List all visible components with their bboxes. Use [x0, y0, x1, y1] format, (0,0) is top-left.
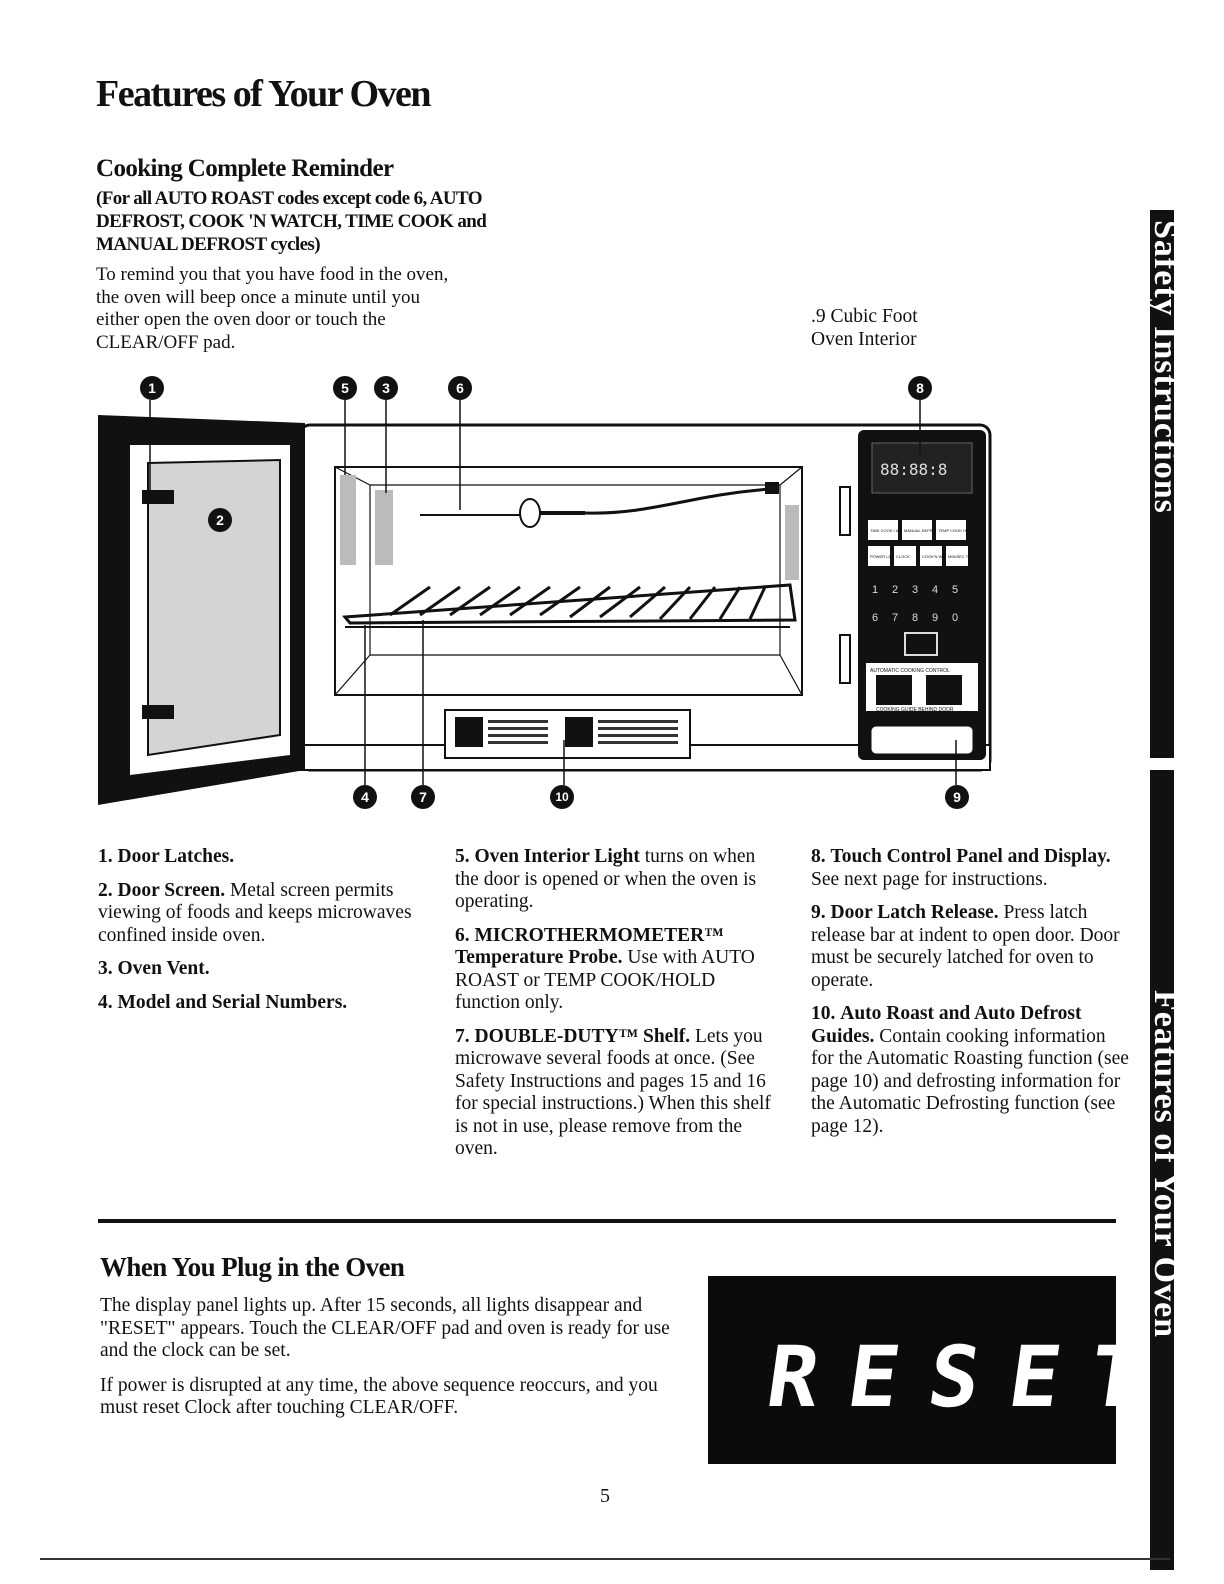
- reminder-body: To remind you that you have food in the …: [96, 264, 449, 353]
- callout-4: 4: [353, 785, 377, 809]
- keypad-key[interactable]: 9: [932, 612, 938, 624]
- interior-label: .9 Cubic Foot Oven Interior: [811, 306, 918, 351]
- panel-button[interactable]: CLOCK: [894, 546, 916, 566]
- section-divider: [98, 1219, 1116, 1223]
- features-column-1: 1. Door Latches. 2. Door Screen. Metal s…: [98, 846, 418, 1025]
- feature-10: 10. Auto Roast and Auto Defrost Guides. …: [811, 1003, 1129, 1137]
- callout-1: 1: [140, 376, 164, 400]
- keypad-key[interactable]: 0: [952, 612, 958, 624]
- keypad-key[interactable]: 7: [892, 612, 898, 624]
- temperature-probe: [420, 482, 779, 528]
- plug-in-paragraph-2: If power is disrupted at any time, the a…: [100, 1374, 658, 1419]
- svg-text:TEMP COOK HOLD: TEMP COOK HOLD: [938, 528, 974, 533]
- door-latch-release-bar: [871, 726, 973, 754]
- reset-display-text: RESET: [761, 1328, 1178, 1426]
- panel-button[interactable]: MANUAL DEFROST: [902, 520, 941, 540]
- svg-text:MANUAL DEFROST: MANUAL DEFROST: [904, 528, 941, 533]
- keypad-key[interactable]: 8: [912, 612, 918, 624]
- features-column-3: 8. Touch Control Panel and Display. See …: [811, 846, 1131, 1149]
- keypad-key[interactable]: 2: [892, 584, 898, 596]
- reminder-heading: Cooking Complete Reminder: [96, 155, 394, 182]
- plug-in-section: When You Plug in the Oven The display pa…: [100, 1252, 670, 1420]
- features-column-2: 5. Oven Interior Light turns on when the…: [455, 846, 775, 1172]
- keypad-key[interactable]: 5: [952, 584, 958, 596]
- callout-3: 3: [374, 376, 398, 400]
- feature-8: 8. Touch Control Panel and Display. See …: [811, 846, 1111, 890]
- section-tab-bar: Safety Instructions Features of Your Ove…: [1147, 210, 1184, 1570]
- callout-9: 9: [945, 785, 969, 809]
- keypad-key[interactable]: 6: [872, 612, 878, 624]
- shelf: [341, 583, 797, 628]
- door-latch-lower: [142, 705, 174, 719]
- reminder-section: Cooking Complete Reminder (For all AUTO …: [96, 155, 546, 354]
- keypad-key[interactable]: 1: [872, 584, 878, 596]
- interior-label-line2: Oven Interior: [811, 328, 917, 350]
- panel-button[interactable]: TEMP COOK HOLD: [936, 520, 974, 540]
- svg-text:CLOCK: CLOCK: [896, 554, 910, 559]
- feature-4: 4. Model and Serial Numbers.: [98, 991, 348, 1013]
- interior-label-line1: .9 Cubic Foot: [811, 306, 918, 327]
- feature-5: 5. Oven Interior Light turns on when the…: [455, 846, 757, 912]
- callout-6: 6: [448, 376, 472, 400]
- callout-10: 10: [550, 785, 574, 809]
- tab-features-of-your-oven: Features of Your Oven: [1147, 990, 1184, 1339]
- callout-2: 2: [208, 508, 232, 532]
- svg-text:88:88:8: 88:88:8: [880, 460, 947, 479]
- oven-vent: [340, 475, 356, 565]
- door-screen: [147, 458, 281, 757]
- panel-button[interactable]: POWER LEVEL: [868, 546, 899, 566]
- page-number: 5: [600, 1485, 610, 1507]
- panel-caption: AUTOMATIC COOKING CONTROL: [870, 668, 950, 674]
- callout-8: 8: [908, 376, 932, 400]
- feature-1: 1. Door Latches.: [98, 846, 235, 867]
- svg-text:TIME COOK I & II: TIME COOK I & II: [870, 528, 902, 533]
- feature-3: 3. Oven Vent.: [98, 958, 210, 979]
- svg-text:POWER LEVEL: POWER LEVEL: [870, 554, 899, 559]
- panel-button[interactable]: COOK'N WATCH: [920, 546, 953, 566]
- reminder-subheading: (For all AUTO ROAST codes except code 6,…: [96, 188, 487, 255]
- feature-2: 2. Door Screen. Metal screen permits vie…: [98, 879, 412, 946]
- panel-button[interactable]: TIME COOK I & II: [868, 520, 902, 540]
- callout-7: 7: [411, 785, 435, 809]
- feature-9: 9. Door Latch Release. Press latch relea…: [811, 902, 1120, 991]
- door-latch-upper: [142, 490, 174, 504]
- panel-display: [871, 442, 973, 494]
- tab-safety-instructions: Safety Instructions: [1147, 220, 1184, 514]
- oven-door: [98, 415, 305, 805]
- svg-text:MIN/SEC TIMER: MIN/SEC TIMER: [948, 554, 978, 559]
- plug-in-paragraph-1: The display panel lights up. After 15 se…: [100, 1295, 670, 1361]
- svg-text:COOK'N WATCH: COOK'N WATCH: [922, 554, 953, 559]
- feature-6: 6. MICROTHERMOMETER™ Temperature Probe. …: [455, 924, 755, 1014]
- plug-in-heading: When You Plug in the Oven: [100, 1252, 405, 1282]
- keypad-key[interactable]: 4: [932, 584, 938, 596]
- panel-button[interactable]: MIN/SEC TIMER: [946, 546, 978, 566]
- reset-display: RESET: [708, 1276, 1178, 1464]
- tab-gap: [1150, 758, 1174, 770]
- callout-5: 5: [333, 376, 357, 400]
- feature-7: 7. DOUBLE-DUTY™ Shelf. Lets you microwav…: [455, 1025, 771, 1160]
- page-title: Features of Your Oven: [96, 73, 432, 115]
- bottom-rule: [40, 1558, 1170, 1560]
- panel-caption-2: COOKING GUIDE BEHIND DOOR: [876, 707, 954, 713]
- keypad-key[interactable]: 3: [912, 584, 918, 596]
